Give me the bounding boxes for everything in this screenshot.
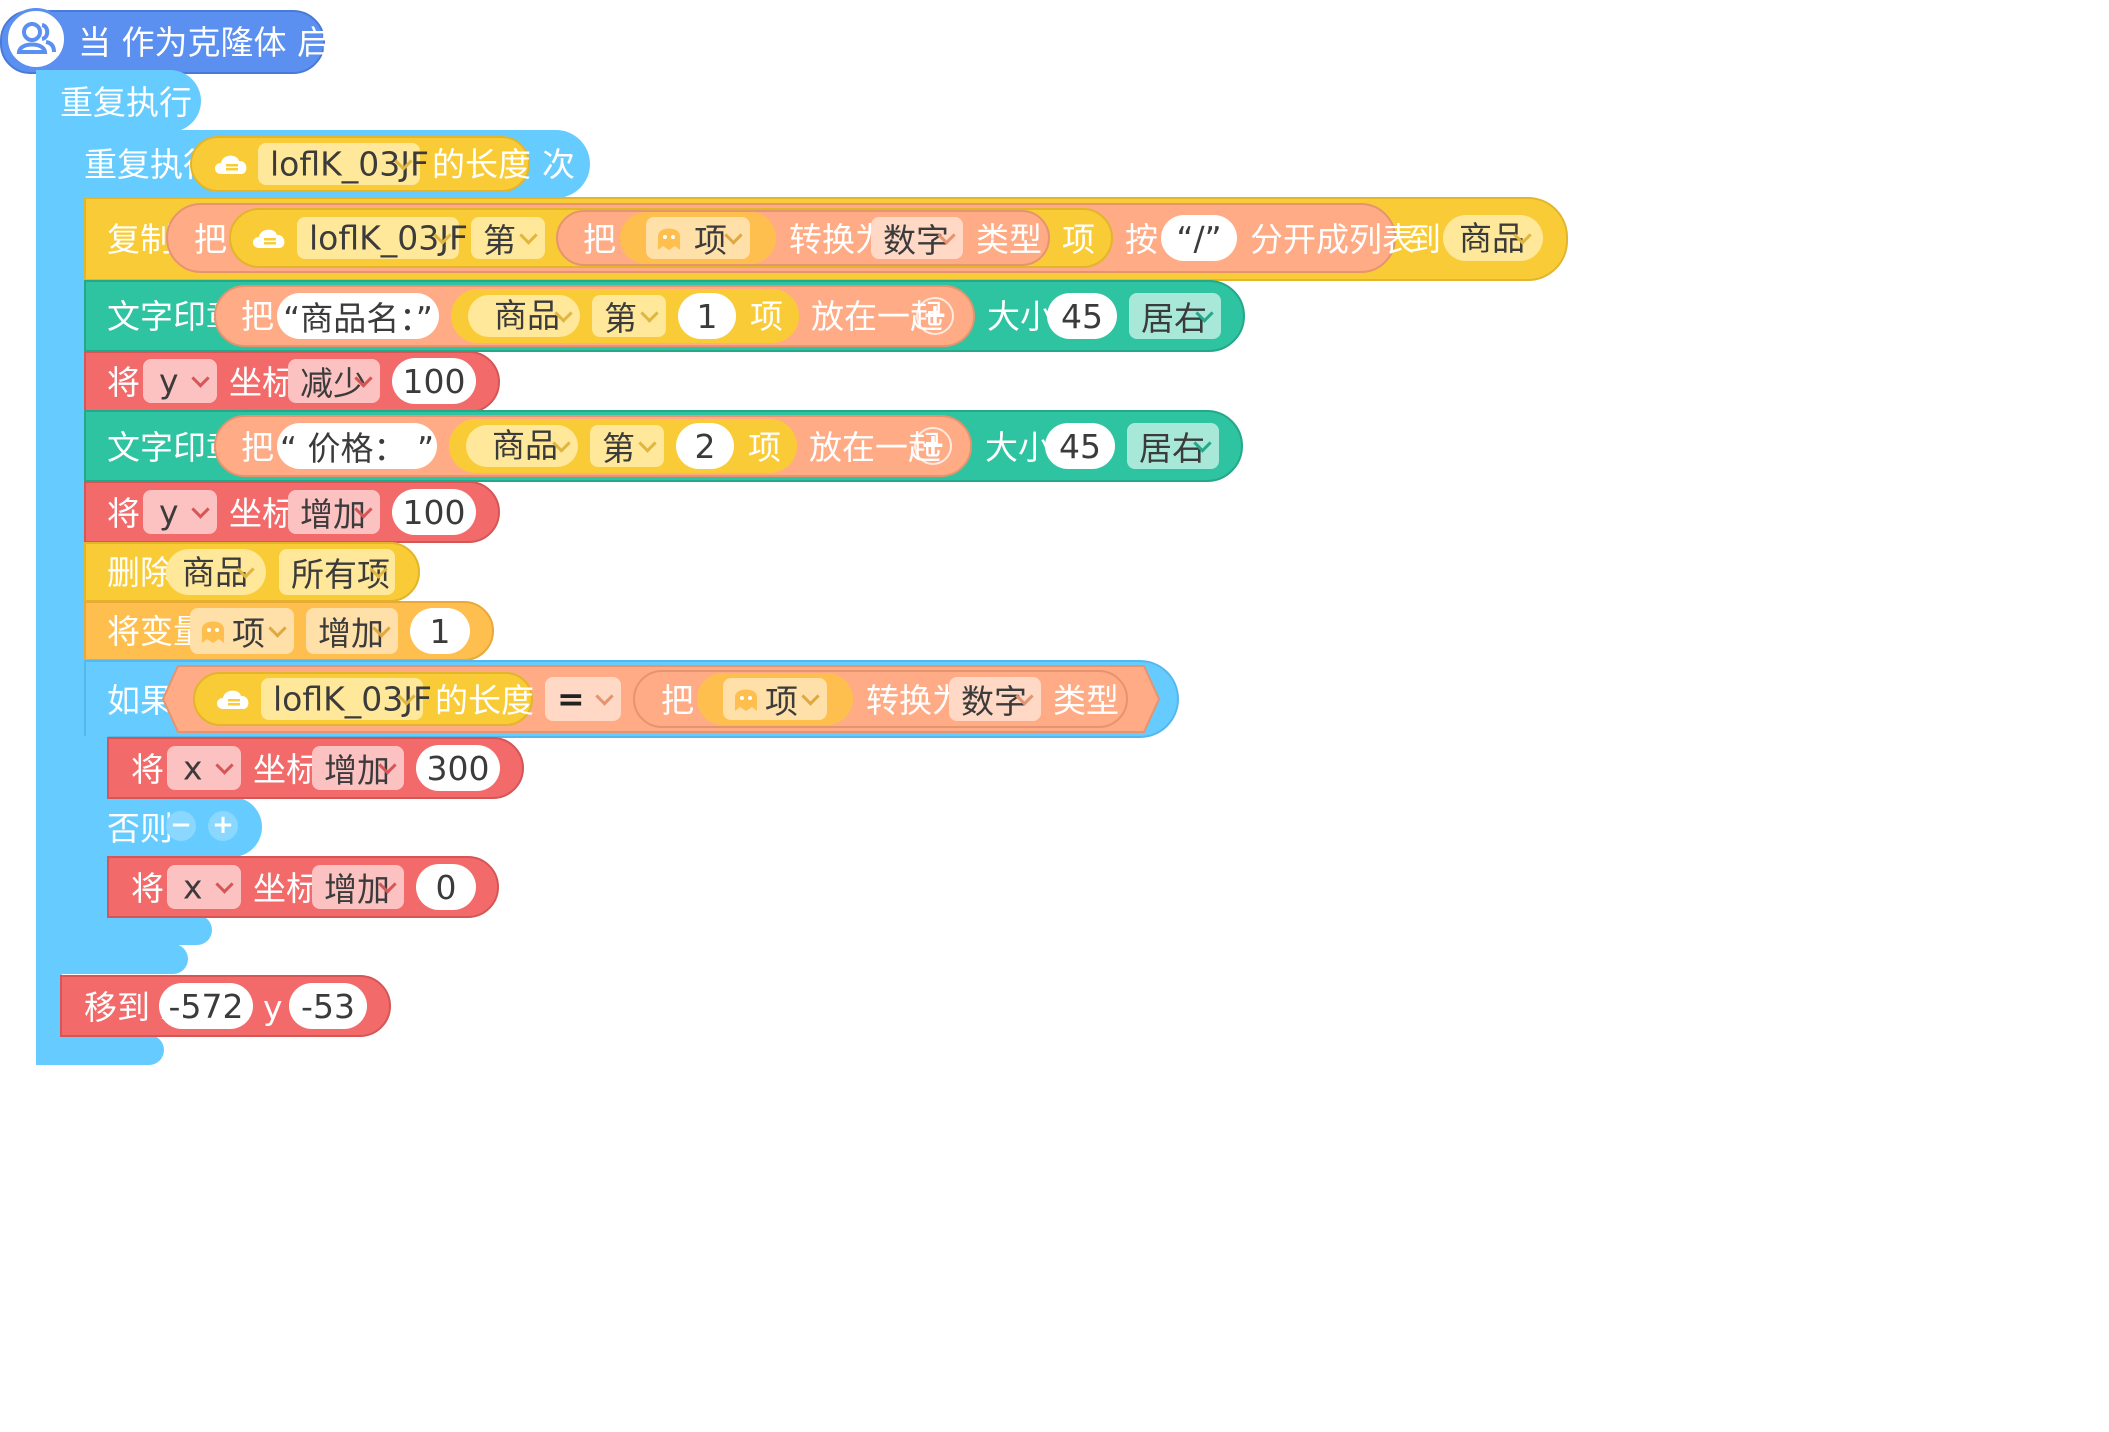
- y-input[interactable]: -53: [289, 983, 367, 1029]
- type-suffix-label: 类型: [976, 220, 1042, 259]
- target-list-dropdown[interactable]: 商品: [1443, 215, 1543, 261]
- repeat-loop-bottom: [60, 944, 188, 974]
- ghost-variable-icon: [202, 621, 224, 643]
- if-arm-2: [84, 855, 108, 917]
- axis-dropdown[interactable]: y: [143, 359, 217, 403]
- axis-dropdown[interactable]: y: [143, 490, 217, 534]
- to-label: 到: [1408, 220, 1441, 259]
- cloud-list-icon: [253, 229, 285, 248]
- x-input[interactable]: -572: [159, 983, 253, 1029]
- cloud-list-icon: [215, 155, 247, 174]
- ba-label: 把: [241, 297, 274, 336]
- index-input[interactable]: 2: [676, 423, 734, 469]
- set-variable-label: 将变量: [107, 612, 206, 651]
- value-input[interactable]: 300: [416, 745, 500, 791]
- length-label: 的长度: [432, 145, 531, 184]
- operation-dropdown[interactable]: 增加: [312, 746, 404, 790]
- operation-dropdown[interactable]: 增加: [312, 865, 404, 909]
- ba-label: 把: [241, 428, 274, 467]
- index-mode-dropdown[interactable]: 第: [592, 295, 666, 338]
- comparison-dropdown[interactable]: =: [545, 677, 621, 721]
- value-input[interactable]: 0: [416, 864, 476, 910]
- list-dropdown[interactable]: loflK_03JF: [261, 678, 432, 720]
- item-label: 项: [748, 428, 781, 467]
- size-input[interactable]: 45: [1045, 423, 1115, 469]
- axis-dropdown[interactable]: x: [167, 865, 241, 909]
- set-label: 将: [107, 363, 140, 402]
- value-input[interactable]: 1: [410, 608, 470, 654]
- align-dropdown[interactable]: 居右: [1129, 293, 1221, 339]
- coord-label: 坐标: [229, 494, 295, 533]
- text-input[interactable]: “ 价格： ”: [277, 423, 437, 469]
- size-input[interactable]: 45: [1047, 293, 1117, 339]
- y-label: y: [263, 988, 283, 1027]
- repeat-loop-arm: [60, 196, 84, 946]
- if-arm-1: [84, 736, 108, 798]
- set-label: 将: [107, 494, 140, 533]
- add-input-button[interactable]: +: [916, 297, 954, 335]
- type-dropdown[interactable]: 数字: [949, 677, 1041, 721]
- cloud-list-icon: [217, 690, 249, 709]
- ba-label: 把: [583, 220, 616, 259]
- split-label: 分开成列表: [1250, 220, 1415, 259]
- copy-label: 复制: [107, 220, 173, 259]
- hat-title: 当 作为克隆体 启动时: [78, 23, 396, 62]
- list-dropdown[interactable]: 商品: [468, 295, 580, 337]
- ghost-variable-icon: [658, 228, 680, 250]
- separator-input[interactable]: “/”: [1161, 215, 1237, 261]
- clone-user-icon: [5, 8, 67, 70]
- length-label: 的长度: [435, 681, 534, 720]
- list-dropdown[interactable]: 商品: [466, 425, 578, 467]
- index-mode-dropdown[interactable]: 第: [590, 425, 664, 468]
- forever-loop-block[interactable]: [36, 70, 201, 132]
- coord-label: 坐标: [229, 363, 295, 402]
- if-label: 如果: [107, 681, 173, 720]
- set-label: 将: [131, 750, 164, 789]
- operation-dropdown[interactable]: 减少: [288, 359, 380, 403]
- value-input[interactable]: 100: [392, 358, 476, 404]
- coord-label: 坐标: [253, 750, 319, 789]
- list-dropdown[interactable]: loflK_03JF: [258, 143, 429, 185]
- list-dropdown[interactable]: 商品: [166, 549, 266, 595]
- forever-loop-label: 重复执行: [60, 83, 192, 122]
- axis-dropdown[interactable]: x: [167, 746, 241, 790]
- size-label: 大小: [985, 428, 1051, 467]
- coord-label: 坐标: [253, 869, 319, 908]
- type-suffix-label: 类型: [1053, 681, 1119, 720]
- delete-label: 删除: [107, 553, 173, 592]
- ba-label: 把: [194, 220, 227, 259]
- item-label: 项: [1062, 220, 1095, 259]
- text-input[interactable]: “商品名：”: [277, 293, 439, 339]
- else-label: 否则: [107, 809, 173, 848]
- index-input[interactable]: 1: [678, 293, 736, 339]
- convert-label: 转换为: [866, 681, 965, 720]
- operation-dropdown[interactable]: 增加: [288, 490, 380, 534]
- ba-label: 把: [661, 681, 694, 720]
- add-branch-button[interactable]: +: [208, 811, 238, 841]
- index-dropdown[interactable]: 第: [471, 217, 545, 260]
- size-label: 大小: [987, 297, 1053, 336]
- item-label: 项: [750, 297, 783, 336]
- set-label: 将: [131, 869, 164, 908]
- type-dropdown[interactable]: 数字: [871, 217, 963, 260]
- which-dropdown[interactable]: 所有项: [279, 549, 395, 595]
- add-input-button[interactable]: +: [914, 427, 952, 465]
- align-dropdown[interactable]: 居右: [1127, 423, 1219, 469]
- forever-loop-arm: [36, 130, 62, 1035]
- if-bottom: [84, 915, 212, 945]
- ghost-variable-icon: [735, 689, 757, 711]
- times-label: 次: [542, 145, 575, 184]
- value-input[interactable]: 100: [392, 489, 476, 535]
- forever-loop-bottom: [36, 1035, 164, 1065]
- remove-branch-button[interactable]: −: [166, 811, 196, 841]
- by-label: 按: [1125, 220, 1158, 259]
- operation-dropdown[interactable]: 增加: [306, 608, 398, 654]
- list-dropdown[interactable]: loflK_03JF: [297, 217, 468, 259]
